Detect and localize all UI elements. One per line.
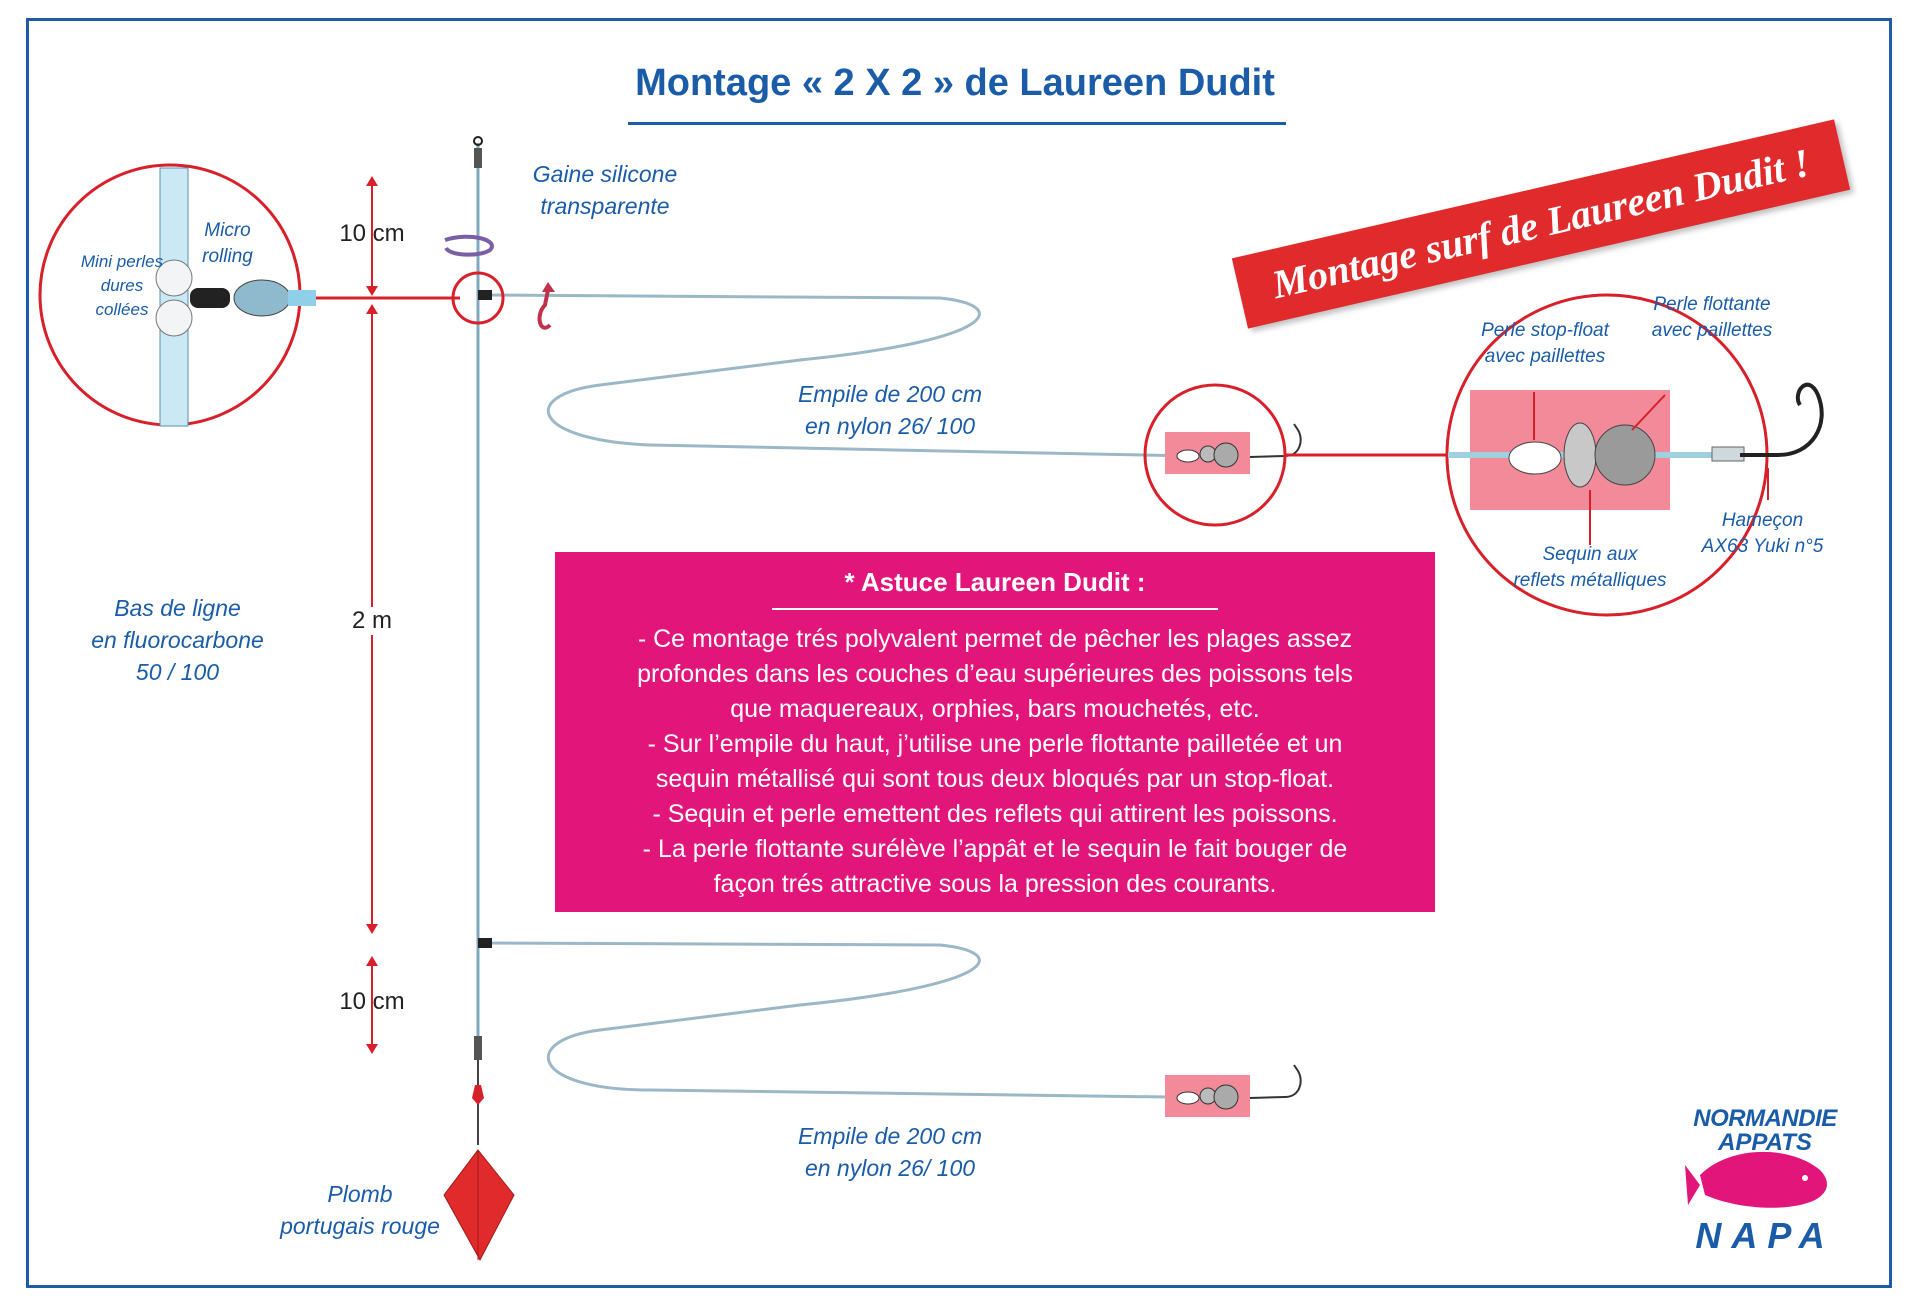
zoom-swivel-body [190,288,230,308]
label-bas-line3: 50 / 100 [135,659,220,685]
label-bas-de-ligne: Bas de ligne en fluorocarbone 50 / 100 [70,592,285,688]
label-bas-line1: Bas de ligne [114,595,241,621]
label-hamecon-line2: AX63 Yuki n°5 [1701,536,1824,557]
label-empile-bottom: Empile de 200 cm en nylon 26/ 100 [780,1120,1000,1184]
detail-circle-top [451,271,505,325]
outer-frame [26,18,1892,1288]
label-mini-line3: collées [95,300,149,319]
zoom-snood-start [288,290,316,306]
label-perle-flottante-line2: avec paillettes [1651,320,1773,341]
silicone-arrow-top [444,234,494,257]
label-empile-top-line1: Empile de 200 cm [797,381,983,407]
lower-swivel [478,938,492,948]
tip-box: * Astuce Laureen Dudit : - Ce montage tr… [555,552,1435,912]
tip-line: - Sequin et perle emettent des reflets q… [652,800,1338,828]
label-empile-top: Empile de 200 cm en nylon 26/ 100 [780,378,1000,442]
zoom-sequin [1563,422,1597,488]
silicone-arrow-right [537,289,552,330]
zoom-hook [1740,382,1824,457]
label-plomb: Plomb portugais rouge [260,1178,460,1242]
top-swivel [474,148,482,168]
logo-line2: APPATS [1718,1129,1812,1156]
tip-line: façon trés attractive sous la pression d… [713,870,1277,898]
label-stopfloat-line1: Perle stop-float [1481,320,1609,341]
zoom-knot [1711,446,1745,462]
dim-arrow-top [366,176,378,296]
logo-line1: NORMANDIE [1693,1105,1837,1132]
upper-float-bead [1213,442,1239,468]
upper-stopfloat [1176,449,1200,463]
tip-line: que maquereaux, orphies, bars mouchetés,… [730,695,1260,723]
tip-title: * Astuce Laureen Dudit : [844,567,1146,597]
label-plomb-line1: Plomb [327,1181,393,1207]
pointer-float-bead [1631,394,1666,431]
zoom-main-line [159,167,189,427]
dimension-bottom: 10 cm [339,988,405,1015]
label-hamecon-line1: Hameçon [1721,510,1804,531]
label-empile-bottom-line1: Empile de 200 cm [797,1123,983,1149]
tip-line: - La perle flottante surélève l’appât et… [642,835,1348,863]
label-mini-perles: Mini perles dures collées [72,250,172,322]
upper-swivel [478,290,492,300]
label-mini-line1: Mini perles [80,252,164,271]
upper-hook [1249,423,1302,458]
label-stopfloat: Perle stop-float avec paillettes [1480,318,1610,370]
title-underline [628,122,1286,125]
label-micro-line1: Micro [204,220,251,241]
zoom-float-bead [1594,424,1656,486]
silicone-arrowhead [542,282,555,292]
lead-swivel [474,1036,482,1060]
lower-snood [487,941,1241,1100]
zoom-stopfloat [1508,441,1562,475]
dimension-middle: 2 m [332,607,412,635]
zoom-knot-wrap [233,279,291,317]
brand-logo: NORMANDIE APPATS NAPA [1685,1105,1845,1256]
upper-snood [487,293,1241,459]
tip-line: profondes dans les couches d’eau supérie… [637,660,1353,688]
label-sequin: Sequin aux reflets métalliques [1505,542,1675,594]
lead-weight [443,1149,515,1262]
label-empile-top-line2: en nylon 26/ 100 [804,413,976,439]
label-perle-flottante: Perle flottante avec paillettes [1642,292,1782,344]
label-plomb-line2: portugais rouge [280,1213,440,1239]
tip-line: - Ce montage trés polyvalent permet de p… [637,625,1353,653]
mini-bead-top [155,259,193,297]
label-gaine: Gaine silicone transparente [505,158,705,222]
tip-title-underline [772,608,1218,610]
label-hamecon: Hameçon AX63 Yuki n°5 [1695,508,1830,560]
logo-line3: NAPA [1695,1215,1835,1256]
page-title: Montage « 2 X 2 » de Laureen Dudit [635,62,1275,104]
label-sequin-line2: reflets métalliques [1513,570,1667,591]
label-micro-rolling: Micro rolling [195,218,260,270]
label-empile-bottom-line2: en nylon 26/ 100 [804,1155,976,1181]
dim-arrow-bottom [366,956,378,1054]
label-mini-line2: dures [100,276,144,295]
mini-bead-bottom [155,299,193,337]
dimension-top: 10 cm [339,220,405,247]
lower-hook [1249,1064,1302,1099]
label-stopfloat-line2: avec paillettes [1484,346,1606,367]
label-micro-line2: rolling [202,246,253,267]
label-gaine-line1: Gaine silicone [532,161,678,187]
label-bas-line2: en fluorocarbone [91,627,264,653]
tip-line: sequin métallisé qui sont tous deux bloq… [655,765,1335,793]
tip-line: - Sur l’empile du haut, j’utilise une pe… [647,730,1343,758]
lower-float-bead [1213,1084,1239,1110]
label-perle-flottante-line1: Perle flottante [1653,294,1771,315]
logo-fish-icon [1685,1151,1827,1208]
lower-stopfloat [1176,1091,1200,1105]
label-sequin-line1: Sequin aux [1542,544,1638,565]
label-gaine-line2: transparente [540,193,670,219]
top-ring [473,136,483,146]
tip-body: - Ce montage trés polyvalent permet de p… [555,622,1435,902]
lead-bead [472,1085,484,1105]
